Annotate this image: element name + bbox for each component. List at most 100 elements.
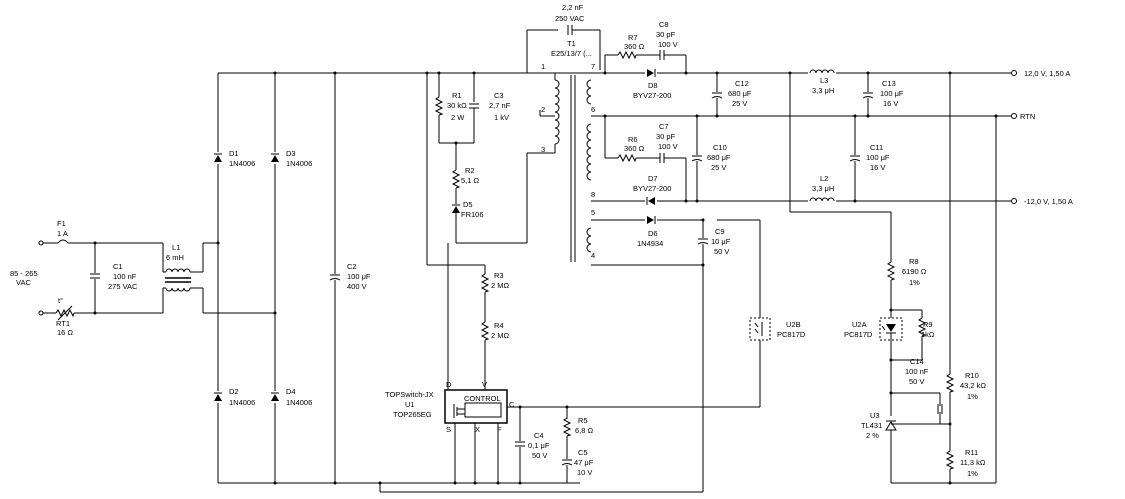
- input-voltage-label: 85 - 265: [10, 269, 38, 278]
- diode-d7: D7 BYV27-200: [633, 174, 671, 206]
- svg-text:7: 7: [591, 62, 595, 71]
- inductor-l3: L3 3,3 μH: [808, 68, 836, 95]
- clamp-network: R1 30 kΩ 2 W C3 2,7 nF 1 kV R2 5,1 Ω D5 …: [425, 71, 527, 265]
- svg-text:1 kV: 1 kV: [494, 113, 509, 122]
- svg-text:2,2 nF: 2,2 nF: [562, 3, 584, 12]
- svg-text:C7: C7: [659, 122, 669, 131]
- diode-d2: D2 1N4006: [213, 387, 255, 407]
- r5-c5: R5 6,8 Ω C5 47 μF 10 V: [561, 407, 594, 483]
- svg-text:1kΩ: 1kΩ: [921, 330, 935, 339]
- input-terminals: 85 - 265 VAC: [10, 240, 58, 316]
- svg-text:U2A: U2A: [852, 320, 867, 329]
- svg-text:TOP265EG: TOP265EG: [393, 410, 432, 419]
- svg-text:D6: D6: [648, 229, 658, 238]
- svg-text:L3: L3: [820, 76, 828, 85]
- inductor-l2: L2 3,3 μH: [808, 174, 836, 202]
- svg-text:1%: 1%: [967, 392, 978, 401]
- svg-text:400 V: 400 V: [347, 282, 367, 291]
- thermistor-rt1: t° RT1 16 Ω: [55, 296, 163, 337]
- svg-text:R8: R8: [909, 257, 919, 266]
- svg-text:C9: C9: [715, 227, 725, 236]
- u1-topswitch: CONTROL D V C S X F TOPSwitch-JX U1 TOP2…: [385, 380, 515, 434]
- transformer-t1: 1 2 3 7 6 8 5 4 T1 E25/13/7 (...: [527, 39, 595, 262]
- svg-text:D: D: [446, 380, 452, 389]
- svg-text:V: V: [482, 380, 487, 389]
- svg-text:C5: C5: [578, 448, 588, 457]
- svg-text:100 V: 100 V: [658, 142, 678, 151]
- svg-text:U1: U1: [405, 400, 415, 409]
- svg-text:100 μF: 100 μF: [347, 272, 371, 281]
- diode-d6: D6 1N4934: [637, 215, 663, 248]
- svg-text:43,2 kΩ: 43,2 kΩ: [960, 381, 986, 390]
- svg-text:2: 2: [541, 105, 545, 114]
- capacitor-c10: C10 680 μF 25 V: [691, 116, 731, 201]
- svg-text:R10: R10: [965, 371, 979, 380]
- diode-d1: D1 1N4006: [213, 149, 255, 168]
- svg-text:3,3 μH: 3,3 μH: [812, 184, 834, 193]
- svg-text:C4: C4: [534, 431, 544, 440]
- capacitor-c11: C11 100 μF 16 V: [849, 116, 890, 201]
- svg-text:D7: D7: [648, 174, 658, 183]
- svg-text:D8: D8: [648, 81, 658, 90]
- svg-text:C11: C11: [870, 143, 883, 152]
- svg-text:U2B: U2B: [786, 320, 801, 329]
- svg-text:6190 Ω: 6190 Ω: [902, 267, 927, 276]
- svg-text:100 V: 100 V: [658, 40, 678, 49]
- svg-text:100 μF: 100 μF: [880, 89, 904, 98]
- svg-text:L2: L2: [820, 174, 828, 183]
- resistor-r11: R11 11,3 kΩ 1%: [946, 448, 986, 478]
- output-neg-label: -12,0 V, 1,50 A: [1024, 197, 1073, 206]
- snubber-r6-c7: R6 360 Ω C7 30 pF 100 V: [617, 122, 687, 201]
- svg-text:E25/13/7 (...: E25/13/7 (...: [551, 49, 592, 58]
- svg-text:D2: D2: [229, 387, 239, 396]
- svg-text:25 V: 25 V: [711, 163, 726, 172]
- svg-text:D5: D5: [463, 200, 473, 209]
- svg-text:3,3 μH: 3,3 μH: [812, 86, 834, 95]
- svg-text:3: 3: [541, 145, 545, 154]
- choke-l1: L1 6 mH: [162, 243, 204, 313]
- svg-text:R3: R3: [494, 271, 504, 280]
- svg-text:R6: R6: [628, 135, 638, 144]
- svg-text:L1: L1: [172, 243, 180, 252]
- svg-text:TL431: TL431: [861, 421, 882, 430]
- svg-text:C2: C2: [347, 262, 357, 271]
- svg-text:4: 4: [591, 251, 595, 260]
- svg-text:T1: T1: [567, 39, 576, 48]
- svg-text:R2: R2: [465, 166, 475, 175]
- svg-text:2 W: 2 W: [451, 113, 465, 122]
- svg-text:100 nF: 100 nF: [113, 272, 137, 281]
- svg-text:R9: R9: [923, 320, 933, 329]
- svg-text:C: C: [509, 400, 515, 409]
- svg-text:S: S: [446, 425, 451, 434]
- svg-text:BYV27-200: BYV27-200: [633, 184, 671, 193]
- svg-text:25 V: 25 V: [732, 99, 747, 108]
- optocoupler-u2a: U2A PC817D: [844, 310, 903, 360]
- svg-text:D1: D1: [229, 149, 239, 158]
- svg-text:TOPSwitch-JX: TOPSwitch-JX: [385, 390, 434, 399]
- shunt-regulator-u3: U3 TL431 2 %: [861, 411, 950, 483]
- svg-text:F: F: [497, 425, 502, 434]
- output-pos-label: 12,0 V, 1,50 A: [1024, 69, 1070, 78]
- svg-text:1N4006: 1N4006: [229, 159, 255, 168]
- capacitor-c1: C1 100 nF 275 VAC: [89, 241, 138, 315]
- svg-text:t°: t°: [58, 296, 63, 305]
- svg-text:8: 8: [591, 190, 595, 199]
- svg-text:U3: U3: [870, 411, 880, 420]
- svg-text:10 μF: 10 μF: [711, 237, 731, 246]
- svg-text:10 V: 10 V: [577, 468, 592, 477]
- svg-text:PC817D: PC817D: [777, 330, 806, 339]
- svg-text:1N4006: 1N4006: [229, 398, 255, 407]
- svg-text:D3: D3: [286, 149, 296, 158]
- svg-text:PC817D: PC817D: [844, 330, 873, 339]
- svg-text:0,1 μF: 0,1 μF: [528, 441, 550, 450]
- svg-text:C10: C10: [713, 143, 727, 152]
- svg-text:5,1 Ω: 5,1 Ω: [461, 176, 480, 185]
- svg-text:680 μF: 680 μF: [707, 153, 731, 162]
- capacitor-c12: C12 680 μF 25 V: [711, 73, 752, 116]
- svg-text:C3: C3: [494, 91, 504, 100]
- diode-d8: D8 BYV27-200: [633, 68, 671, 100]
- svg-text:16 V: 16 V: [883, 99, 898, 108]
- svg-text:6 mH: 6 mH: [166, 253, 184, 262]
- svg-text:C14: C14: [910, 357, 924, 366]
